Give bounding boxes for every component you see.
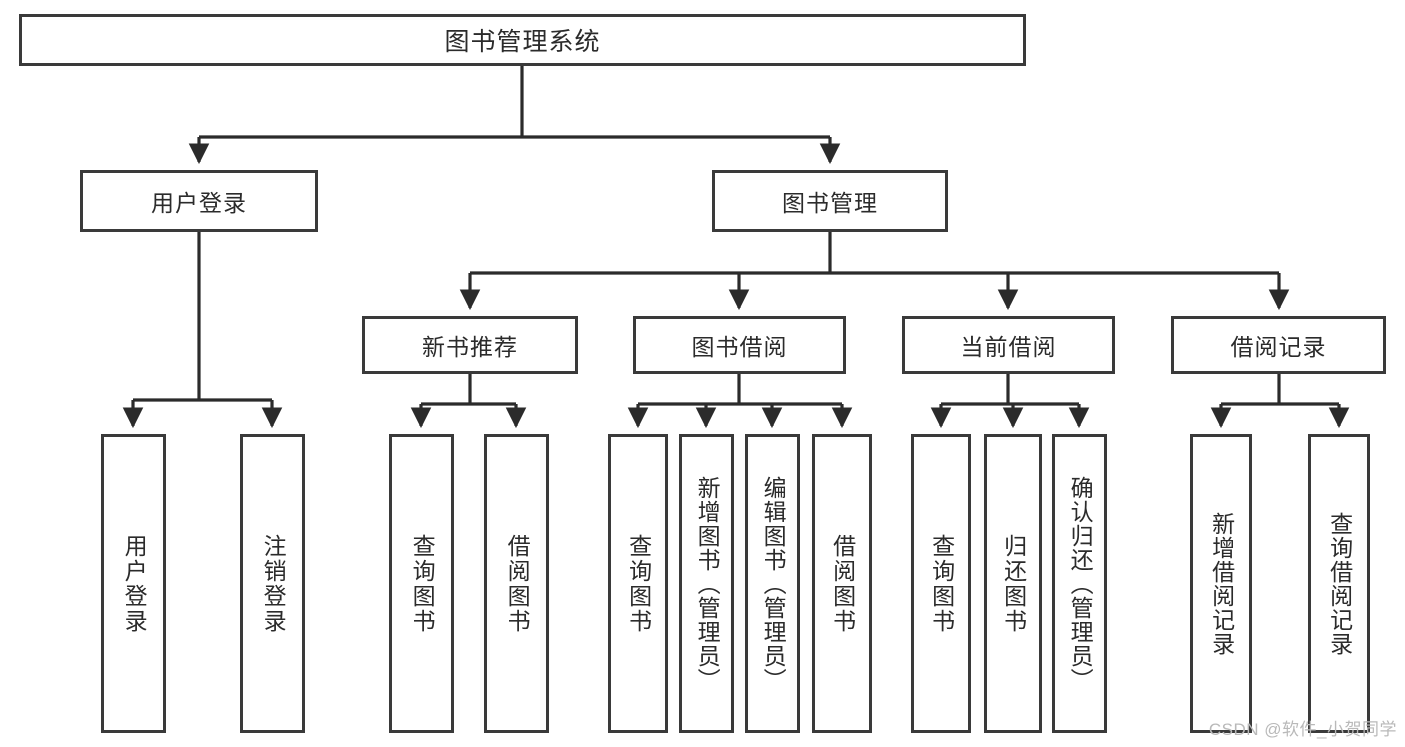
leaf-borrow-book[interactable]: 借阅图书 [812, 434, 872, 733]
leaf-add-borrow-record-label: 新增借阅记录 [1208, 511, 1235, 656]
node-root[interactable]: 图书管理系统 [19, 14, 1026, 66]
node-root-label: 图书管理系统 [444, 28, 601, 56]
node-user-login[interactable]: 用户登录 [80, 170, 318, 232]
leaf-add-book-admin-label: 新增图书（管理员） [694, 475, 721, 692]
leaf-query-book-borrow-label: 查询图书 [625, 533, 652, 634]
leaf-edit-book-admin[interactable]: 编辑图书（管理员） [745, 434, 800, 733]
node-borrow-record-label: 借阅记录 [1230, 334, 1327, 360]
leaf-query-book-current[interactable]: 查询图书 [911, 434, 971, 733]
node-book-management-label: 图书管理 [782, 190, 878, 216]
leaf-add-book-admin[interactable]: 新增图书（管理员） [679, 434, 734, 733]
leaf-query-borrow-record[interactable]: 查询借阅记录 [1308, 434, 1370, 733]
node-book-borrow[interactable]: 图书借阅 [633, 316, 846, 374]
leaf-edit-book-admin-label: 编辑图书（管理员） [760, 475, 787, 692]
leaf-user-login[interactable]: 用户登录 [101, 434, 166, 733]
leaf-confirm-return-admin-label: 确认归还（管理员） [1067, 475, 1094, 692]
node-book-borrow-label: 图书借阅 [691, 334, 788, 360]
node-borrow-record[interactable]: 借阅记录 [1171, 316, 1386, 374]
node-current-borrow[interactable]: 当前借阅 [902, 316, 1115, 374]
leaf-return-book[interactable]: 归还图书 [984, 434, 1042, 733]
leaf-query-borrow-record-label: 查询借阅记录 [1326, 511, 1353, 656]
leaf-confirm-return-admin[interactable]: 确认归还（管理员） [1052, 434, 1107, 733]
leaf-add-borrow-record[interactable]: 新增借阅记录 [1190, 434, 1252, 733]
node-new-book-recommend-label: 新书推荐 [422, 334, 518, 360]
leaf-query-book-recommend-label: 查询图书 [409, 533, 436, 634]
leaf-query-book-current-label: 查询图书 [928, 533, 955, 634]
leaf-borrow-book-label: 借阅图书 [829, 533, 856, 634]
leaf-borrow-book-recommend[interactable]: 借阅图书 [484, 434, 549, 733]
leaf-borrow-book-recommend-label: 借阅图书 [504, 533, 531, 634]
leaf-user-logout-label: 注销登录 [260, 533, 287, 634]
leaf-return-book-label: 归还图书 [1000, 533, 1027, 634]
node-book-management[interactable]: 图书管理 [712, 170, 948, 232]
node-user-login-label: 用户登录 [151, 190, 247, 216]
node-new-book-recommend[interactable]: 新书推荐 [362, 316, 578, 374]
leaf-query-book-recommend[interactable]: 查询图书 [389, 434, 454, 733]
leaf-user-logout[interactable]: 注销登录 [240, 434, 305, 733]
node-current-borrow-label: 当前借阅 [960, 334, 1057, 360]
leaf-query-book-borrow[interactable]: 查询图书 [608, 434, 668, 733]
leaf-user-login-label: 用户登录 [121, 533, 148, 634]
